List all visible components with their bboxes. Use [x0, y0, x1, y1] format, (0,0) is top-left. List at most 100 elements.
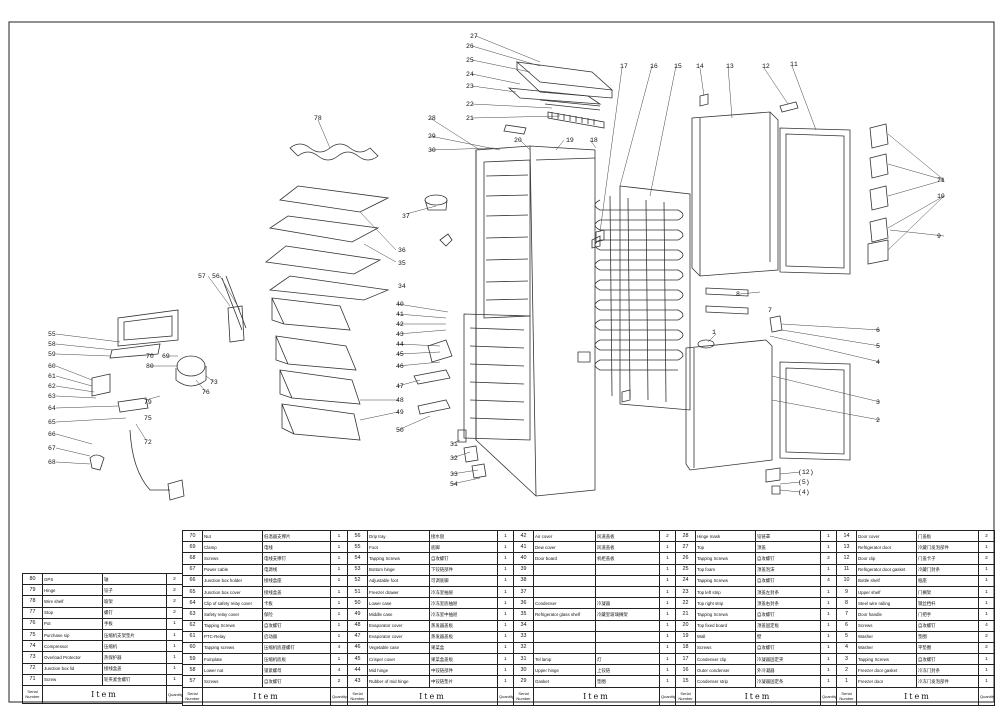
bom-qty: 1 — [330, 552, 348, 565]
part-callout: 23 — [466, 83, 474, 90]
bom-item-en: Top fixed board — [695, 619, 756, 632]
bom-serial: 3 — [836, 653, 857, 666]
part-callout: 72 — [144, 439, 152, 446]
part-callout: 2 — [876, 417, 880, 424]
bom-serial: 74 — [22, 640, 43, 653]
bom-serial: 37 — [513, 585, 534, 599]
bom-item-en: Tapping Screws — [695, 574, 756, 587]
bom-serial: 71 — [22, 673, 43, 686]
bom-qty: 2 — [166, 595, 183, 608]
part-callout: 27 — [470, 33, 478, 40]
bom-serial: 39 — [513, 563, 534, 576]
bom-qty: 1 — [497, 552, 514, 565]
bom-item-en: Freezer door — [856, 675, 917, 688]
bom-qty: 2 — [166, 606, 183, 619]
part-callout: 24 — [466, 71, 474, 78]
bom-item-en: Screws — [202, 675, 263, 688]
bom-item-en: Lower case — [367, 597, 430, 610]
bom-qty: 1 — [497, 630, 514, 643]
bom-item-cn: 蒸发器盖板 — [429, 630, 498, 643]
bom-item-en: Middle case — [367, 608, 430, 621]
bom-qty: 1 — [659, 675, 676, 688]
bom-item-en: Pot — [42, 617, 103, 630]
bom-serial: 80 — [22, 572, 43, 586]
part-callout: 29 — [428, 133, 436, 140]
bom-qty: 1 — [497, 574, 514, 587]
bom-qty: 1 — [978, 664, 995, 677]
bom-serial: 73 — [22, 651, 43, 664]
bom-item-en: Compressor — [42, 640, 103, 653]
part-callout: 76 — [202, 389, 210, 396]
bom-qty: 1 — [978, 597, 995, 610]
bom-item-cn: 瓶座 — [916, 574, 979, 587]
bom-item-cn: 下铰链部件 — [429, 563, 498, 576]
part-callout: 45 — [396, 351, 404, 358]
bom-serial: 33 — [513, 630, 534, 643]
bom-item-cn: 可调底脚 — [429, 574, 498, 587]
bom-item-cn: 锁紧螺母 — [262, 664, 331, 677]
bom-serial: 13 — [836, 541, 857, 554]
part-callout: 17 — [620, 63, 628, 70]
bom-item-en: Clamp — [202, 541, 263, 554]
bom-item-en: Condenser — [533, 597, 596, 610]
bom-item-cn: 机柜盖板 — [595, 552, 660, 565]
bom-serial: 22 — [675, 597, 696, 610]
part-callout: 12 — [762, 63, 770, 70]
item-header: Item — [695, 686, 821, 706]
bom-serial: 18 — [675, 641, 696, 655]
part-callout: 54 — [450, 481, 458, 488]
bom-item-en — [533, 641, 596, 655]
bom-serial: 53 — [347, 563, 368, 576]
part-callout: 64 — [48, 405, 56, 412]
bom-qty: 1 — [659, 585, 676, 599]
bom-qty: 1 — [659, 541, 676, 554]
bom-item-en: Steel wire railing — [856, 597, 917, 610]
bom-serial: 15 — [675, 675, 696, 688]
bom-serial: 67 — [182, 563, 203, 576]
bom-item-cn: 接线盒盖 — [262, 585, 331, 599]
bom-item-cn — [595, 574, 660, 587]
bom-item-en: GPS — [42, 572, 103, 586]
bom-qty: 1 — [978, 541, 995, 554]
part-callout: 3 — [876, 399, 880, 406]
bom-serial: 17 — [675, 653, 696, 666]
bom-item-cn: 自攻螺钉 — [916, 653, 979, 666]
bom-item-cn: 铰链罩 — [755, 529, 821, 543]
bom-qty: 2 — [659, 529, 676, 543]
bom-item-en: Top right strip — [695, 597, 756, 610]
bom-item-en: Air cover — [533, 529, 596, 543]
part-callout: 28 — [428, 115, 436, 122]
bom-item-en: Stop — [42, 606, 103, 619]
bom-serial: 21 — [675, 608, 696, 621]
part-callout: 32 — [450, 455, 458, 462]
bom-qty: 1 — [978, 653, 995, 666]
bom-item-en: Mid hinge — [367, 664, 430, 677]
bom-item-cn: 玻架 — [102, 595, 167, 608]
bom-item-en: PTC-Relay — [202, 630, 263, 643]
bom-item-cn: 压缩机底座螺钉 — [262, 641, 331, 655]
bom-item-cn: 冷冻门发泡部件 — [916, 675, 979, 688]
bom-qty: 1 — [497, 541, 514, 554]
